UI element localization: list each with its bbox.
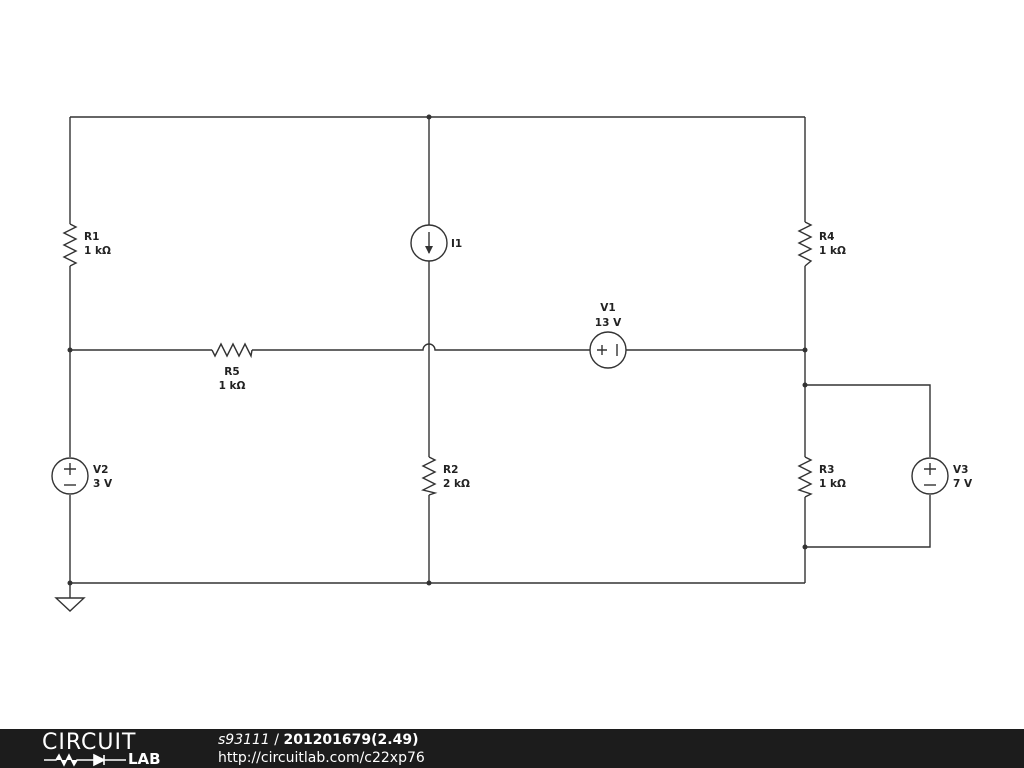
r4-name: R4 xyxy=(819,231,834,243)
resistor-diode-logo-icon xyxy=(44,753,126,767)
r1-value: 1 kΩ xyxy=(84,245,111,257)
resistor-r4[interactable]: R4 1 kΩ xyxy=(797,221,846,267)
logo-text-lab: LAB xyxy=(128,750,161,768)
circuitlab-logo[interactable]: CIRCUIT LAB xyxy=(42,730,174,768)
v3-name: V3 xyxy=(953,464,968,476)
r1-name: R1 xyxy=(84,231,99,243)
node-right-middle xyxy=(802,347,808,353)
plus-icon xyxy=(597,345,607,355)
resistor-r2[interactable]: R2 2 kΩ xyxy=(420,456,470,496)
voltage-source-body xyxy=(51,457,89,495)
circuit-url-link[interactable]: http://circuitlab.com/c22xp76 xyxy=(218,750,425,766)
r2-value: 2 kΩ xyxy=(443,478,470,490)
voltage-source-v1[interactable]: V1 13 V xyxy=(589,302,627,369)
v2-value: 3 V xyxy=(93,478,113,490)
node-v3-bottom xyxy=(802,544,808,550)
path-separator: / xyxy=(269,732,284,748)
r2-name: R2 xyxy=(443,464,458,476)
current-source-i1[interactable]: I1 xyxy=(410,224,462,262)
node-top-middle xyxy=(426,114,432,120)
wires xyxy=(69,116,931,598)
voltage-source-v2[interactable]: V2 3 V xyxy=(51,457,113,495)
schematic-canvas: R1 1 kΩ R4 1 kΩ R5 1 kΩ R2 2 kΩ R3 1 kΩ … xyxy=(51,114,973,612)
node-bottom-middle xyxy=(426,580,432,586)
r4-value: 1 kΩ xyxy=(819,245,846,257)
circuit-info: s93111 / 201201679(2.49) http://circuitl… xyxy=(218,731,425,767)
node-v3-top xyxy=(802,382,808,388)
resistor-r1[interactable]: R1 1 kΩ xyxy=(62,223,111,267)
v3-value: 7 V xyxy=(953,478,973,490)
voltage-source-body xyxy=(589,331,627,369)
resistor-r3[interactable]: R3 1 kΩ xyxy=(797,456,846,498)
v1-value: 13 V xyxy=(595,317,622,329)
resistor-r5[interactable]: R5 1 kΩ xyxy=(211,342,253,392)
footer-bar: CIRCUIT LAB s93111 / 201201679(2.49) htt… xyxy=(0,729,1024,768)
v1-name: V1 xyxy=(600,302,615,314)
current-source-body xyxy=(410,224,448,262)
plus-icon xyxy=(924,463,936,475)
node-ground xyxy=(67,580,73,586)
logo-text-circuit: CIRCUIT xyxy=(42,730,137,755)
r3-value: 1 kΩ xyxy=(819,478,846,490)
r3-name: R3 xyxy=(819,464,834,476)
ground-icon xyxy=(54,597,86,612)
voltage-source-v3[interactable]: V3 7 V xyxy=(911,457,973,495)
i1-name: I1 xyxy=(451,238,462,250)
voltage-source-body xyxy=(911,457,949,495)
r5-name: R5 xyxy=(224,366,239,378)
plus-icon xyxy=(64,463,76,475)
circuit-title[interactable]: 201201679(2.49) xyxy=(283,732,419,748)
r5-value: 1 kΩ xyxy=(219,380,246,392)
author-username[interactable]: s93111 xyxy=(218,732,270,748)
junction-nodes xyxy=(67,114,808,586)
v2-name: V2 xyxy=(93,464,108,476)
node-left-middle xyxy=(67,347,73,353)
